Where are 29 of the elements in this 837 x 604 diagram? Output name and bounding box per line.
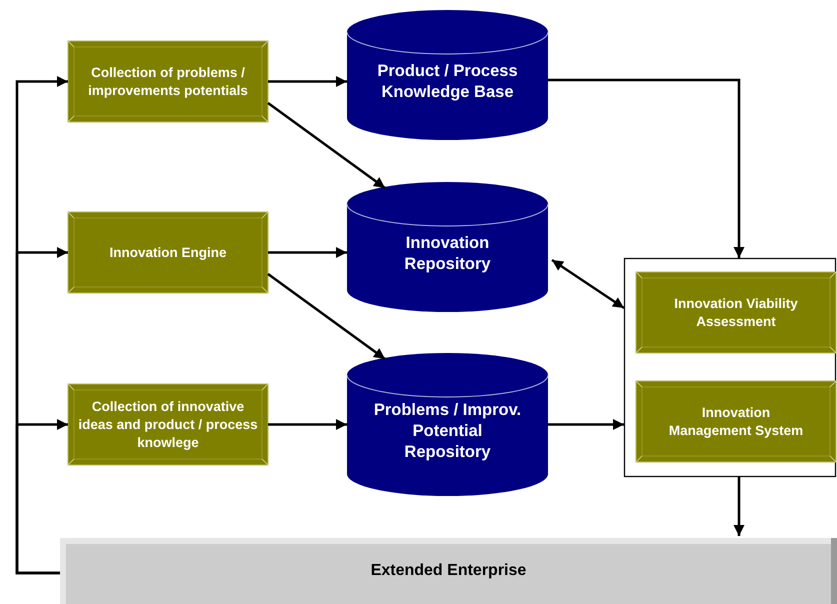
arrow — [268, 419, 347, 430]
process-box — [68, 212, 268, 293]
process-box — [68, 41, 268, 122]
arrow — [267, 272, 386, 360]
database-cylinder — [347, 353, 548, 496]
node-label: Innovation Viability Assessment — [673, 294, 799, 330]
node-label: Product / Process Knowledge Base — [376, 61, 519, 103]
arrow — [268, 76, 347, 87]
database-cylinder — [347, 182, 548, 312]
database-cylinder — [347, 10, 548, 140]
node-label: Innovation Repository — [403, 233, 492, 275]
arrow — [267, 102, 386, 190]
node-label: Innovation Management System — [668, 404, 804, 440]
arrow — [16, 419, 68, 574]
group-box — [624, 258, 836, 477]
node-label: Problems / Improv. Potential Repository — [372, 400, 522, 463]
process-box — [636, 272, 836, 353]
process-box — [636, 381, 836, 462]
node-label: Collection of problems / improvements potentials — [87, 64, 249, 100]
arrow — [548, 419, 624, 430]
process-box — [68, 384, 268, 465]
enterprise-bar — [60, 538, 837, 604]
arrow — [548, 78, 744, 258]
arrow — [734, 477, 744, 536]
node-label: Extended Enterprise — [370, 562, 526, 580]
node-label: Collection of innovative ideas and product / process knowlege — [77, 398, 259, 452]
node-label: Innovation Engine — [108, 244, 228, 262]
arrow — [551, 258, 625, 310]
arrow — [268, 247, 347, 258]
